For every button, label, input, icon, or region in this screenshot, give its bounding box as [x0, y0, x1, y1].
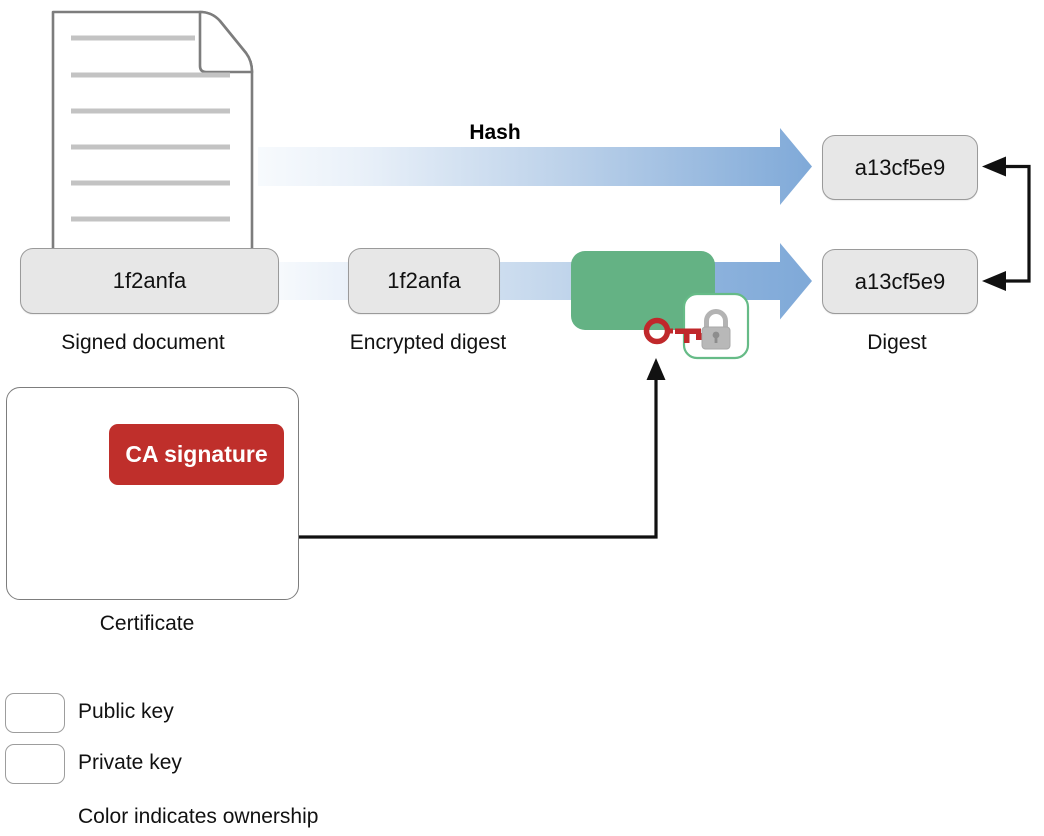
decrypt-block	[571, 251, 715, 330]
digest-comparison-bracket	[982, 156, 1031, 291]
certificate-box[interactable]	[6, 387, 299, 600]
digest-caption: Digest	[867, 331, 927, 354]
encrypted-digest-caption: Encrypted digest	[349, 331, 507, 354]
signed-document-chip[interactable]: 1f2anfa	[20, 248, 279, 314]
arrow-right-icon-hash	[258, 128, 812, 205]
legend-swatch-public-key	[5, 693, 65, 733]
legend-swatch-private-key	[5, 744, 65, 784]
encrypted-digest-chip[interactable]: 1f2anfa	[348, 248, 500, 314]
legend-label-public-key: Public key	[78, 700, 174, 723]
digest-bottom-chip[interactable]: a13cf5e9	[822, 249, 978, 314]
document-icon	[51, 10, 254, 260]
certificate-caption: Certificate	[99, 612, 195, 635]
arrow-right-icon-decrypt	[258, 243, 812, 320]
digest-top-chip[interactable]: a13cf5e9	[822, 135, 978, 200]
legend-label-private-key: Private key	[78, 751, 182, 774]
key-icon-decrypt	[643, 317, 702, 345]
hash-label: Hash	[469, 121, 521, 144]
ca-signature-badge[interactable]: CA signature	[109, 424, 284, 485]
signed-document-caption: Signed document	[61, 331, 225, 354]
lock-icon	[682, 292, 750, 360]
legend-note: Color indicates ownership	[78, 805, 319, 828]
